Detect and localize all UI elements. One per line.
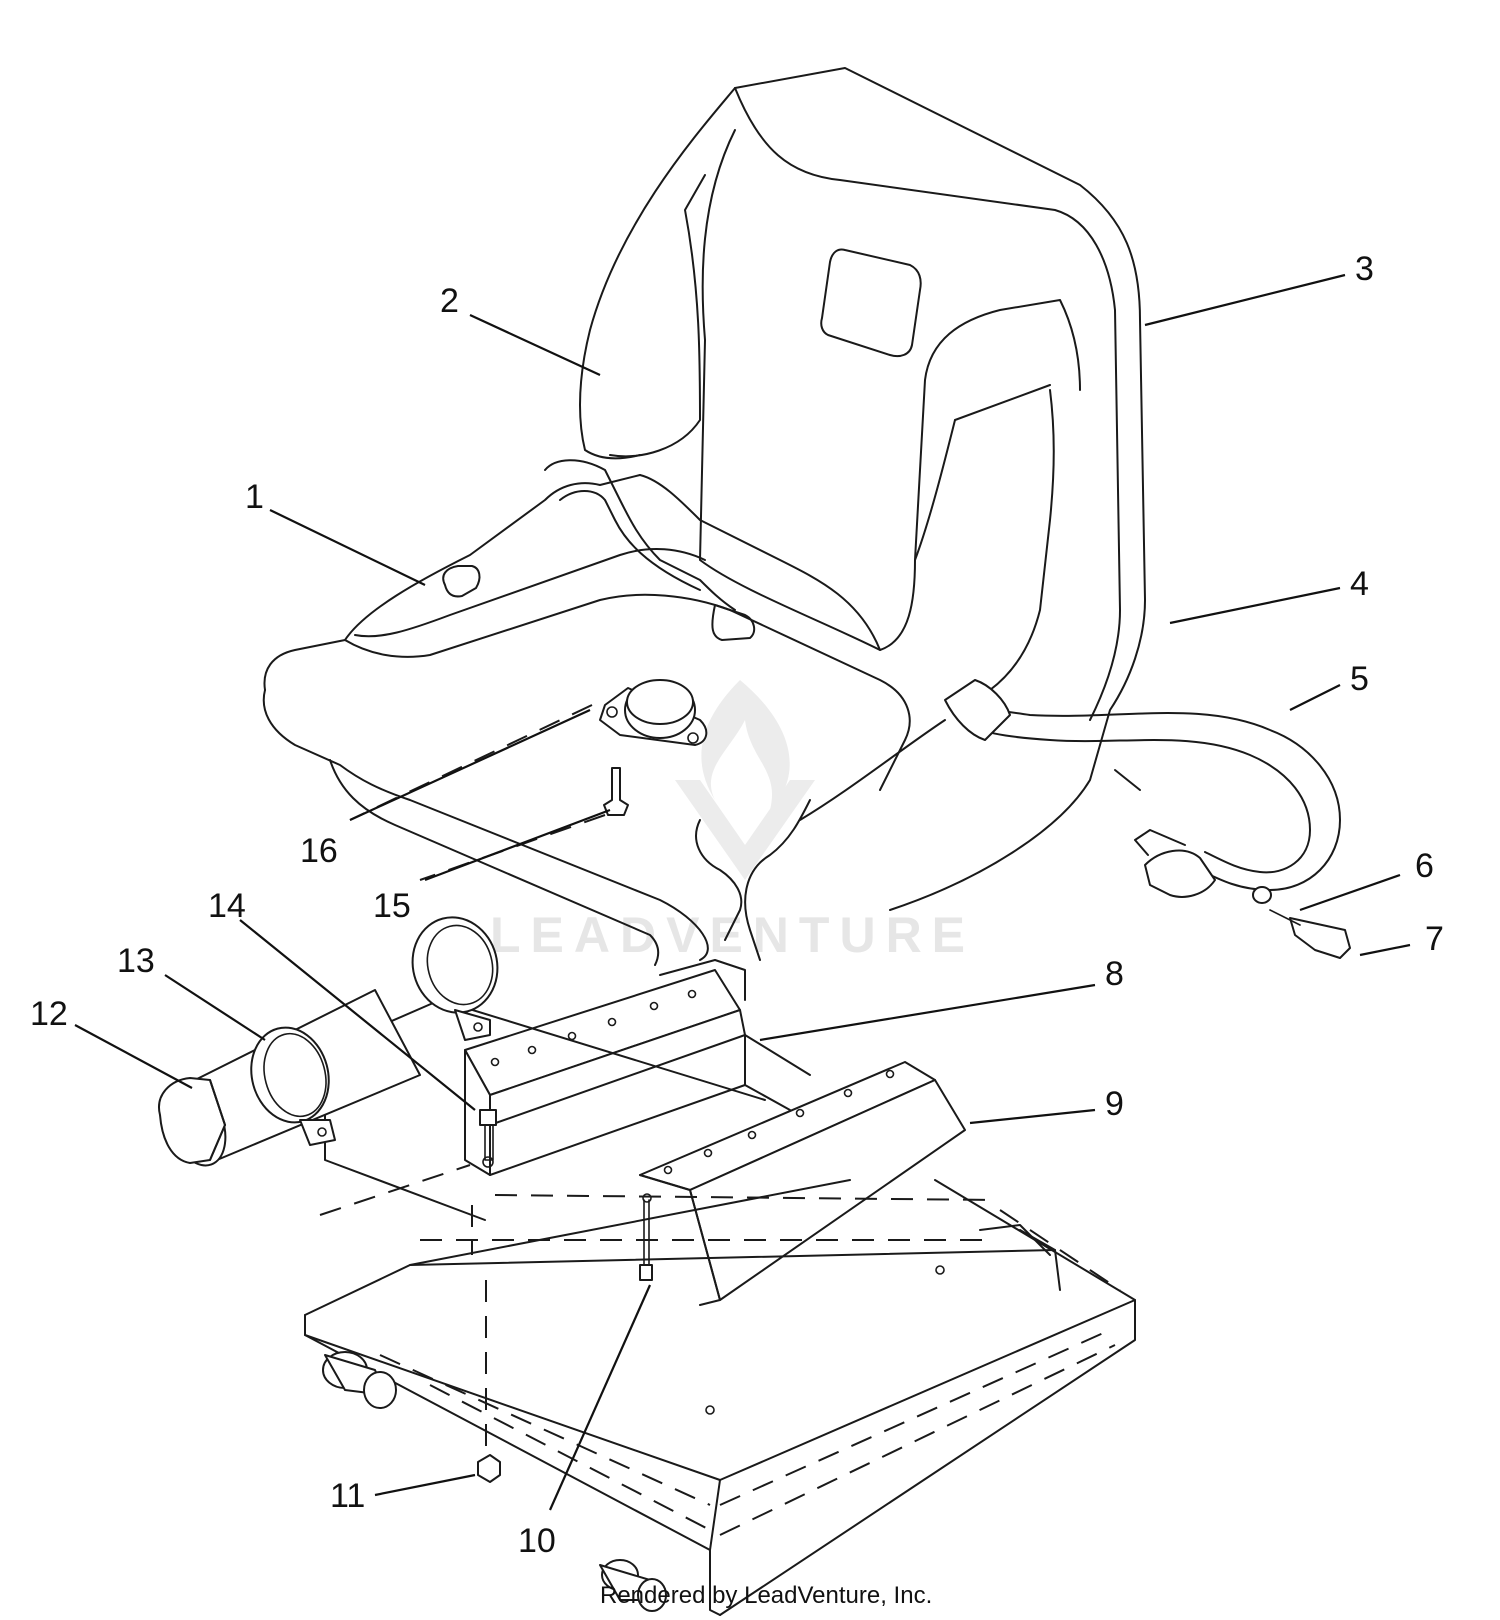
- callout-label-13: 13: [117, 942, 155, 980]
- callout-label-15: 15: [373, 887, 411, 925]
- callout-label-11: 11: [330, 1477, 365, 1515]
- callout-label-1: 1: [245, 478, 264, 516]
- rail-holes: [490, 989, 697, 1067]
- credit-text: Rendered by LeadVenture, Inc.: [600, 1582, 932, 1609]
- callout-label-6: 6: [1415, 847, 1434, 885]
- callout-label-16: 16: [300, 832, 338, 870]
- watermark-flame-icon: [701, 680, 790, 810]
- callout-label-14: 14: [208, 887, 246, 925]
- callout-label-12: 12: [30, 995, 68, 1033]
- seat-slide-assembly: [158, 916, 966, 1306]
- callout-label-5: 5: [1350, 660, 1369, 698]
- front-rail-holes: [663, 1069, 895, 1175]
- seat: [262, 67, 1341, 966]
- watermark-text: LEADVENTURE: [490, 907, 975, 963]
- watermark: LEADVENTURE: [490, 680, 975, 963]
- callout-label-7: 7: [1425, 920, 1444, 958]
- watermark-v-icon: [675, 780, 815, 880]
- callout-label-8: 8: [1105, 955, 1124, 993]
- callout-label-3: 3: [1355, 250, 1374, 288]
- seat-switch: [349, 679, 708, 881]
- callout-label-10: 10: [518, 1522, 556, 1560]
- callout-label-2: 2: [440, 282, 459, 320]
- seat-base-plate: [304, 1164, 1136, 1616]
- belt-hardware: [1252, 886, 1351, 959]
- callout-label-9: 9: [1105, 1085, 1124, 1123]
- callouts: 1 2 3 4 5 6 7 8 9 10 11 12 13 14 15 16: [30, 250, 1444, 1560]
- callout-label-4: 4: [1350, 565, 1369, 603]
